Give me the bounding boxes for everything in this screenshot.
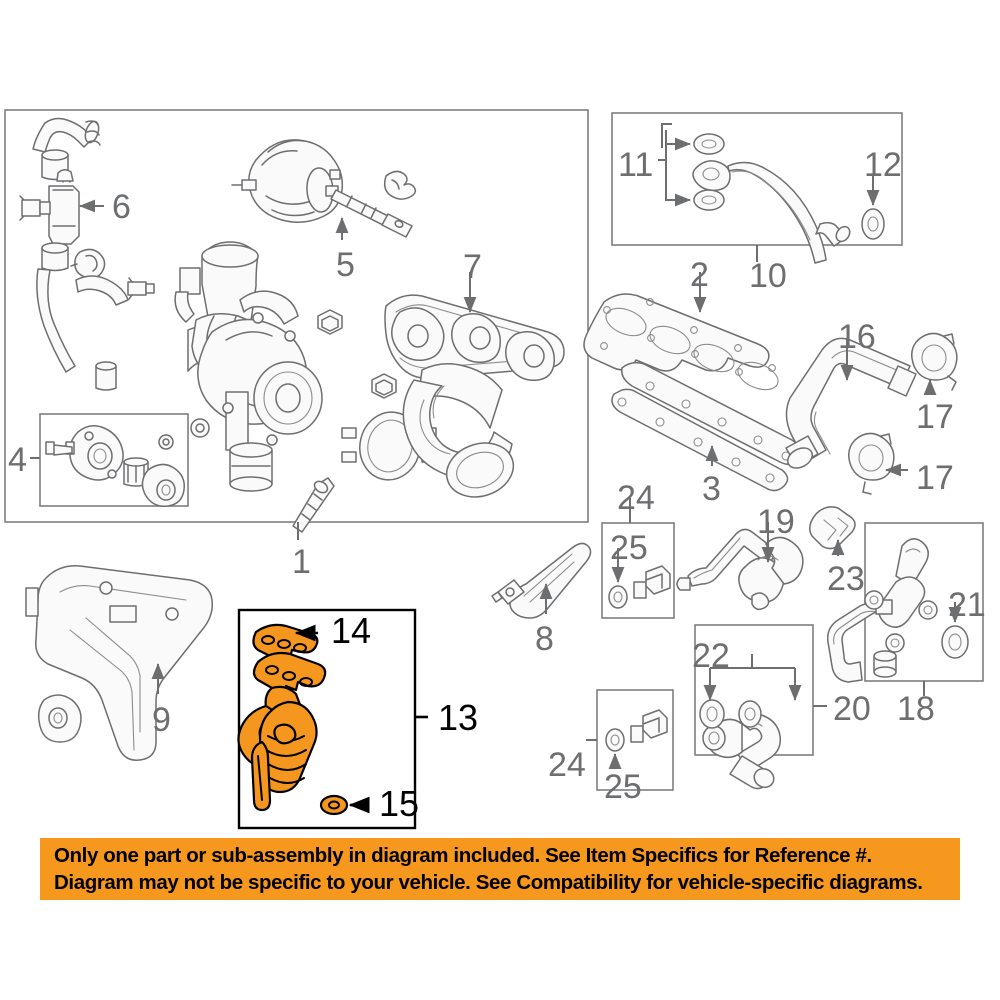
leader-11-upper — [665, 130, 691, 151]
callout-bracket-clip: 23 — [827, 560, 865, 598]
part-2-manifold-gasket — [583, 293, 779, 391]
callout-pipe-seal: 21 — [948, 586, 986, 624]
leader-11-spine — [658, 130, 667, 175]
callout-actuator-rod: 5 — [336, 246, 355, 284]
leader-lines — [30, 123, 962, 769]
callout-engine-mount-bracket: 9 — [152, 701, 171, 739]
disclaimer-line-1: Only one part or sub-assembly in diagram… — [54, 843, 872, 867]
callout-pipe-seals-pair: 22 — [692, 637, 730, 675]
callout-coolant-hose: 16 — [838, 318, 876, 356]
part-13-flange — [252, 651, 327, 696]
callout-catalytic-converter-exhaust-manifold: 13 — [438, 697, 479, 738]
part-1-turbocharger — [158, 241, 437, 533]
callout-wastegate-actuator-kit: 4 — [8, 441, 27, 479]
part-4-wastegate-kit — [45, 425, 186, 508]
part-13-highlighted-converter — [237, 623, 349, 816]
callout-coolant-pipe-assembly-group: 18 — [897, 690, 935, 728]
callout-coolant-line-fitting-group-lower: 24 — [548, 746, 586, 784]
part-24-25-fitting-lower — [605, 709, 668, 752]
part-19-vacuum-hose — [676, 528, 804, 611]
callout-oil-pipe-gasket-seals: 11 — [618, 146, 654, 184]
callout-fitting-seal-lower: 25 — [604, 768, 642, 806]
leader-11-top — [661, 123, 672, 148]
part-13-bracket-arm — [250, 740, 272, 812]
leader-lines-highlight — [294, 624, 428, 814]
callout-solenoid-valve: 6 — [112, 188, 131, 226]
callout-manifold-gasket: 14 — [331, 610, 372, 651]
part-8-dipstick — [491, 542, 592, 619]
leader-22-spine — [710, 654, 795, 669]
part-13-boss — [273, 723, 297, 745]
disclaimer-banner: Only one part or sub-assembly in diagram… — [40, 838, 960, 900]
part-5-actuator-group — [231, 139, 417, 238]
callout-fitting-seal-upper: 25 — [610, 529, 648, 567]
part-7-exhaust-manifold — [384, 294, 565, 498]
highlight-part-box — [237, 608, 417, 830]
part-16-coolant-hose — [785, 337, 917, 469]
callout-vacuum-hose: 19 — [757, 503, 795, 541]
callout-hose-clamp-lower: 17 — [916, 459, 954, 497]
part-10-oil-feed-pipe — [692, 133, 885, 264]
callout-hose-clamp-upper: 17 — [916, 398, 954, 436]
fitting-box-upper — [601, 522, 675, 619]
part-6-solenoid-group — [19, 117, 155, 391]
callout-turbocharger-assembly-group: 1 — [292, 543, 311, 581]
callout-oil-return-pipe-group: 20 — [833, 690, 871, 728]
leader-11-lower — [665, 175, 691, 207]
part-15-seal — [319, 794, 349, 816]
oil-pipe-box — [611, 112, 903, 246]
callout-exhaust-manifold-gasket: 2 — [690, 256, 709, 294]
callout-dipstick: 8 — [535, 620, 554, 658]
callout-oil-pipe-seal: 12 — [864, 146, 902, 184]
callout-coolant-line-fitting-group-upper: 24 — [617, 479, 655, 517]
disclaimer-line-2: Diagram may not be specific to your vehi… — [54, 871, 923, 894]
callout-converter-seal: 15 — [379, 783, 420, 824]
callout-oil-feed-pipe-assembly: 10 — [749, 257, 787, 295]
wastegate-kit-box — [39, 413, 189, 507]
part-13-converter-body — [258, 700, 318, 794]
part-9-engine-bracket — [25, 565, 214, 761]
callout-exhaust-manifold: 7 — [463, 248, 482, 286]
part-20-oil-return-pipe — [699, 699, 782, 790]
part-23-bracket-clip — [809, 506, 856, 550]
part-24-25-fitting-upper — [608, 565, 671, 609]
callout-heat-shield-gasket: 3 — [702, 470, 721, 508]
part-18-coolant-pipe — [826, 538, 969, 683]
